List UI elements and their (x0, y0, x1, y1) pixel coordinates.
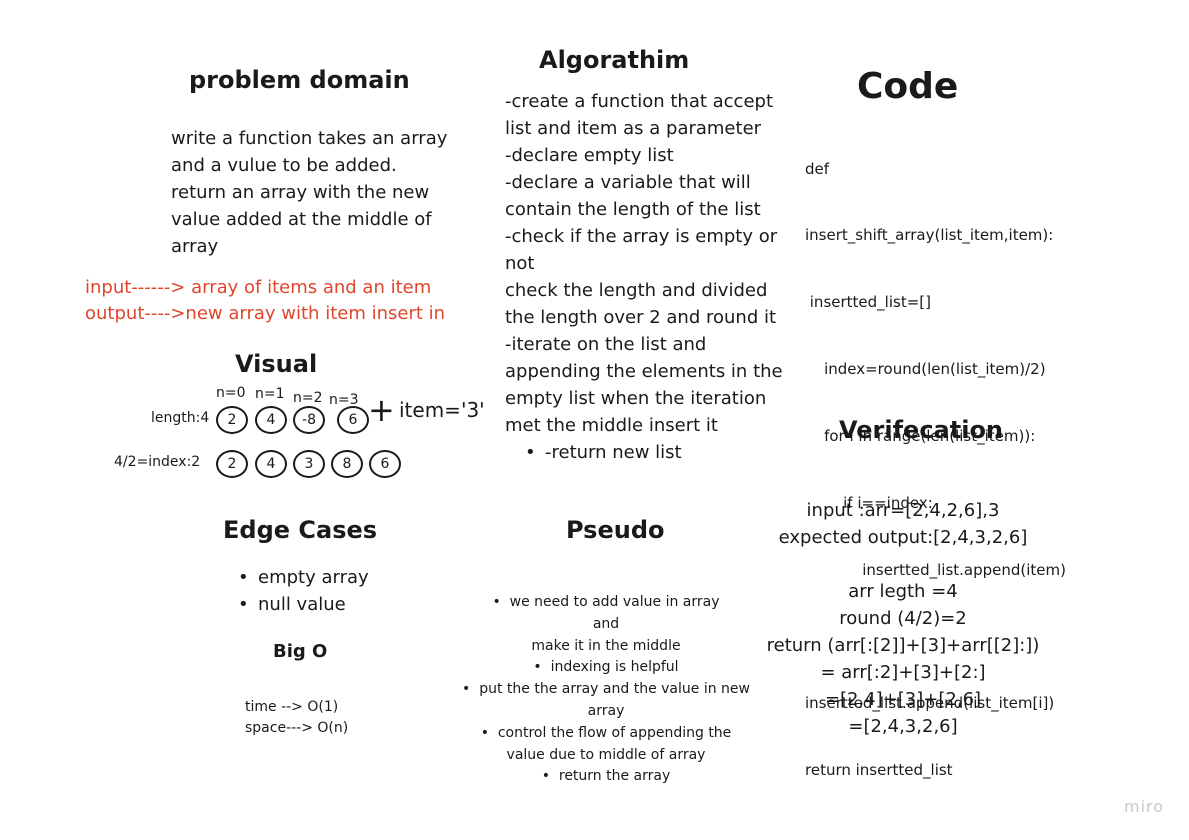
verification-block: input :arr=[2,4,2,6],3 expected output:[… (763, 497, 1043, 740)
problem-line: array (171, 236, 219, 257)
array-element: 6 (337, 406, 369, 434)
pseudo-line: • indexing is helpful (533, 659, 679, 676)
pseudo-title: Pseudo (566, 516, 665, 544)
code-line: def (805, 159, 830, 178)
algorithm-line: the length over 2 and round it (505, 307, 777, 328)
code-line: insertted_list.append(list_item[i]) (805, 694, 1055, 713)
index-label-1: n=1 (255, 386, 285, 402)
input-note: input------> array of items and an item (85, 277, 432, 298)
miro-watermark: miro (1124, 797, 1165, 816)
big-o-title: Big O (273, 641, 328, 662)
code-title: Code (857, 66, 959, 107)
result-element: 2 (216, 450, 248, 478)
code-line: insert_shift_array(list_item,item): (805, 226, 1054, 245)
verification-line (763, 551, 1043, 578)
code-line: insertted_list=[] (805, 293, 931, 312)
plus-sign: + (368, 391, 395, 429)
algorithm-line: check the length and divided (505, 280, 768, 301)
time-complexity: time --> O(1) (245, 699, 339, 715)
code-line: insertted_list.append(item) (805, 560, 1066, 579)
pseudo-line: array (587, 702, 625, 719)
bullet-icon: • (533, 659, 551, 676)
index-label-0: n=0 (216, 385, 246, 401)
code-line: for i in range(len(list_item)): (805, 427, 1036, 446)
index-label-2: n=2 (293, 390, 323, 406)
pseudo-line: make it in the middle (531, 637, 681, 654)
verification-title: Verifecation (839, 416, 1004, 444)
item-label: item='3' (399, 398, 485, 422)
result-element: 3 (293, 450, 325, 478)
index-label-3: n=3 (329, 392, 359, 408)
code-line: index=round(len(list_item)/2) (805, 360, 1046, 379)
algorithm-line: contain the length of the list (505, 199, 761, 220)
input-output-notes: input------> array of items and an item … (85, 275, 445, 327)
length-label: length:4 (151, 410, 210, 426)
algorithm-bullet: -return new list (525, 439, 783, 466)
problem-domain-title: problem domain (189, 66, 410, 94)
pseudo-block: • we need to add value in array and make… (446, 592, 766, 788)
pseudo-line: • return the array (541, 768, 671, 785)
bullet-icon: • (462, 681, 480, 698)
pseudo-line: value due to middle of array (506, 746, 706, 763)
result-element: 6 (369, 450, 401, 478)
output-note: output---->new array with item insert in (85, 303, 446, 324)
problem-line: and a vulue to be added. (171, 155, 397, 176)
space-complexity: space---> O(n) (245, 720, 349, 736)
verification-line: input :arr=[2,4,2,6],3 (806, 500, 1000, 521)
algorithm-line: not (505, 253, 535, 274)
bullet-icon: • (480, 724, 498, 741)
verification-line: round (4/2)=2 (839, 608, 967, 629)
algorithm-text: -create a function that accept list and … (505, 88, 783, 466)
pseudo-line: • we need to add value in array (492, 594, 720, 610)
verification-line: expected output:[2,4,3,2,6] (778, 527, 1028, 548)
verification-line: = arr[:2]+[3]+[2:] (820, 662, 986, 683)
array-element: 2 (216, 406, 248, 434)
array-element: -8 (293, 406, 325, 434)
result-element: 8 (331, 450, 363, 478)
algorithm-line: -declare a variable that will (505, 172, 751, 193)
edge-cases-title: Edge Cases (223, 516, 378, 544)
verification-line: return (arr[:[2]]+[3]+arr[[2]:]) (766, 635, 1040, 656)
algorithm-bullets: -return new list (525, 439, 783, 466)
pseudo-line: • put the the array and the value in new (462, 681, 750, 698)
bullet-icon: • (492, 594, 510, 610)
problem-line: value added at the middle of (171, 209, 432, 230)
verification-line: =[2,4,3,2,6] (848, 716, 958, 737)
edge-cases-list: empty array null value (238, 564, 369, 618)
algorithm-line: -iterate on the list and (505, 334, 707, 355)
problem-domain-text: write a function takes an array and a vu… (171, 125, 447, 260)
code-line: return insertted_list (805, 761, 953, 780)
problem-line: write a function takes an array (171, 128, 448, 149)
algorithm-line: -create a function that accept (505, 91, 774, 112)
visual-title: Visual (235, 350, 318, 378)
index-calc-label: 4/2=index:2 (114, 454, 201, 470)
algorithm-line: empty list when the iteration (505, 388, 767, 409)
code-block: def insert_shift_array(list_item,item): … (805, 113, 1066, 804)
algorithm-line: -check if the array is empty or (505, 226, 778, 247)
problem-line: return an array with the new (171, 182, 430, 203)
algorithm-title: Algorathim (539, 46, 690, 74)
edge-case-item: empty array (238, 564, 369, 591)
edge-case-item: null value (238, 591, 369, 618)
algorithm-line: list and item as a parameter (505, 118, 762, 139)
algorithm-line: appending the elements in the (505, 361, 783, 382)
verification-line: arr legth =4 (848, 581, 958, 602)
array-element: 4 (255, 406, 287, 434)
result-element: 4 (255, 450, 287, 478)
pseudo-line: and (592, 615, 620, 632)
code-line: if i==index: (805, 494, 933, 513)
pseudo-line: • control the flow of appending the (480, 724, 732, 741)
verification-line: =[2,4]+[3]+[2,6] (824, 689, 982, 710)
algorithm-line: met the middle insert it (505, 415, 718, 436)
bullet-icon: • (541, 768, 559, 785)
algorithm-line: -declare empty list (505, 145, 674, 166)
